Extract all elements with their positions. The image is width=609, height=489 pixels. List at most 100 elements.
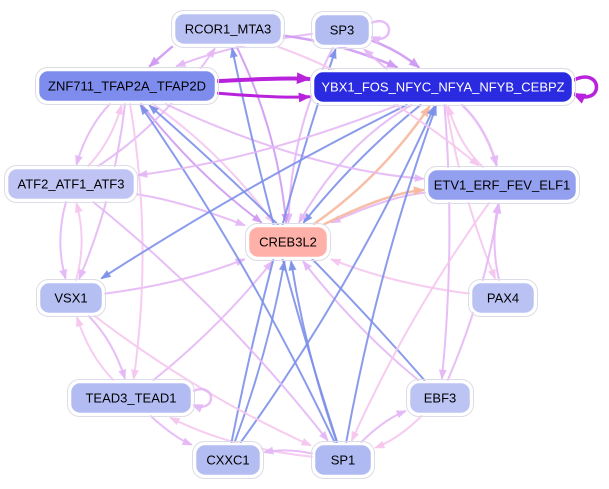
- node-box[interactable]: [425, 167, 579, 203]
- edge-SP1-CREB3L2: [290, 261, 338, 443]
- edge-TEAD3_TEAD1-VSX1: [76, 317, 115, 381]
- arrowhead-icon: [351, 430, 360, 442]
- node-outline: [245, 223, 331, 261]
- arrowhead-icon: [75, 316, 84, 328]
- edge-YBX1_FOS_NFYC_NFYA_NFYB_CEBPZ-CREB3L2: [303, 104, 422, 223]
- arrowhead-icon: [302, 213, 313, 224]
- node-ZNF711_TFAP2A_TFAP2D[interactable]: ZNF711_TFAP2A_TFAP2D: [35, 67, 219, 105]
- edge-ETV1_ERF_FEV_ELF1-YBX1_FOS_NFYC_NFYA_NFYB_CEBPZ: [447, 106, 484, 168]
- node-outline: [468, 279, 538, 317]
- edge-VSX1-ATF2_ATF1_ATF3: [75, 203, 83, 281]
- arrowhead-icon: [281, 213, 290, 224]
- arrowhead-icon: [414, 174, 425, 183]
- arrowhead-icon: [302, 260, 312, 271]
- edge-EBF3-CREB3L2: [302, 261, 420, 381]
- arrowhead-icon: [363, 48, 374, 59]
- node-VSX1[interactable]: VSX1: [36, 279, 106, 317]
- node-box[interactable]: [311, 69, 575, 105]
- node-SP3[interactable]: SP3: [311, 11, 373, 49]
- node-RCOR1_MTA3[interactable]: RCOR1_MTA3: [171, 10, 285, 48]
- node-outline: [36, 279, 106, 317]
- arrowhead-icon: [263, 260, 274, 271]
- node-box[interactable]: [407, 380, 473, 416]
- node-box[interactable]: [312, 12, 372, 48]
- edge-SP1-YBX1_FOS_NFYC_NFYA_NFYB_CEBPZ: [345, 106, 437, 443]
- arrowhead-icon: [438, 369, 447, 380]
- node-PAX4[interactable]: PAX4: [468, 279, 538, 317]
- node-box[interactable]: [5, 166, 137, 202]
- arrowhead-icon: [328, 48, 337, 60]
- arrowhead-icon: [100, 270, 112, 280]
- arrowhead-icon: [298, 92, 311, 103]
- node-box[interactable]: [469, 280, 537, 316]
- node-outline: [171, 10, 285, 48]
- arrowhead-icon: [263, 446, 274, 455]
- arrowhead-icon: [75, 202, 83, 214]
- arrowhead-icon: [374, 440, 386, 449]
- edge-YBX1_FOS_NFYC_NFYA_NFYB_CEBPZ-VSX1: [101, 104, 408, 279]
- edge-CXXC1-YBX1_FOS_NFYC_NFYA_NFYB_CEBPZ: [239, 106, 436, 443]
- edge-ETV1_ERF_FEV_ELF1-SP1: [351, 202, 491, 441]
- edge-CXXC1-CREB3L2: [233, 261, 286, 443]
- arrowhead-icon: [169, 417, 181, 426]
- edge-YBX1_FOS_NFYC_NFYA_NFYB_CEBPZ-ATF2_ATF1_ATF3: [138, 104, 399, 177]
- arrowhead-icon: [298, 212, 307, 224]
- edge-PAX4-CREB3L2: [331, 258, 470, 295]
- node-box[interactable]: [193, 442, 263, 478]
- edge-ATF2_ATF1_ATF3-SP1: [92, 201, 329, 441]
- node-outline: [311, 11, 373, 49]
- node-YBX1_FOS_NFYC_NFYA_NFYB_CEBPZ[interactable]: YBX1_FOS_NFYC_NFYA_NFYB_CEBPZ: [310, 68, 576, 106]
- node-outline: [310, 68, 576, 106]
- node-ATF2_ATF1_ATF3[interactable]: ATF2_ATF1_ATF3: [4, 165, 138, 203]
- node-outline: [192, 441, 264, 479]
- node-box[interactable]: [36, 68, 218, 104]
- arrowhead-icon: [137, 170, 148, 178]
- arrowhead-icon: [488, 268, 496, 280]
- arrowhead-icon: [131, 369, 139, 380]
- arrowhead-icon: [118, 368, 127, 380]
- arrowhead-icon: [408, 57, 421, 69]
- edge-VSX1-CREB3L2: [104, 258, 245, 295]
- arrowhead-icon: [139, 104, 149, 116]
- arrowhead-icon: [469, 156, 480, 167]
- edge-ZNF711_TFAP2A_TFAP2D-ATF2_ATF1_ATF3: [75, 103, 111, 165]
- edge-SP1-ZNF711_TFAP2A_TFAP2D: [139, 105, 336, 443]
- self-loop-TEAD3_TEAD1: [191, 388, 213, 408]
- arrowhead-icon: [296, 72, 311, 85]
- arrowhead-icon: [288, 260, 297, 271]
- node-TEAD3_TEAD1[interactable]: TEAD3_TEAD1: [67, 379, 195, 417]
- node-SP1[interactable]: SP1: [311, 441, 375, 479]
- arrowhead-icon: [148, 104, 159, 115]
- edge-VSX1-SP1: [93, 315, 311, 447]
- edge-ZNF711_TFAP2A_TFAP2D-TEAD3_TEAD1: [129, 103, 144, 379]
- arrowhead-icon: [446, 105, 455, 117]
- edge-YBX1_FOS_NFYC_NFYA_NFYB_CEBPZ-CREB3L2: [298, 104, 413, 223]
- self-loop-SP3: [369, 20, 391, 40]
- node-ETV1_ERF_FEV_ELF1[interactable]: ETV1_ERF_FEV_ELF1: [424, 166, 580, 204]
- arrowhead-icon: [59, 268, 67, 280]
- arrowhead-icon: [148, 56, 160, 68]
- node-CXXC1[interactable]: CXXC1: [192, 441, 264, 479]
- arrowhead-icon: [234, 218, 246, 226]
- node-box[interactable]: [246, 224, 330, 260]
- arrowhead-icon: [489, 154, 499, 167]
- node-box[interactable]: [172, 11, 284, 47]
- edge-YBX1_FOS_NFYC_NFYA_NFYB_CEBPZ-EBF3: [440, 104, 451, 379]
- arrowhead-icon: [230, 47, 238, 58]
- edge-ATF2_ATF1_ATF3-CREB3L2: [136, 193, 245, 227]
- edge-ZNF711_TFAP2A_TFAP2D-YBX1_FOS_NFYC_NFYA_NFYB_CEBPZ: [216, 91, 311, 99]
- arrowhead-icon: [420, 105, 431, 118]
- edge-ZNF711_TFAP2A_TFAP2D-YBX1_FOS_NFYC_NFYA_NFYB_CEBPZ: [216, 76, 311, 84]
- arrowhead-icon: [330, 258, 342, 267]
- node-box[interactable]: [312, 442, 374, 478]
- node-CREB3L2[interactable]: CREB3L2: [245, 223, 331, 261]
- edge-ZNF711_TFAP2A_TFAP2D-CREB3L2: [140, 103, 262, 223]
- arrowhead-icon: [78, 268, 87, 280]
- node-EBF3[interactable]: EBF3: [406, 379, 474, 417]
- edge-TEAD3_TEAD1-CREB3L2: [152, 261, 273, 381]
- node-box[interactable]: [37, 280, 105, 316]
- arrowhead-icon: [206, 47, 216, 59]
- arrowhead-icon: [75, 154, 83, 166]
- node-box[interactable]: [68, 380, 194, 416]
